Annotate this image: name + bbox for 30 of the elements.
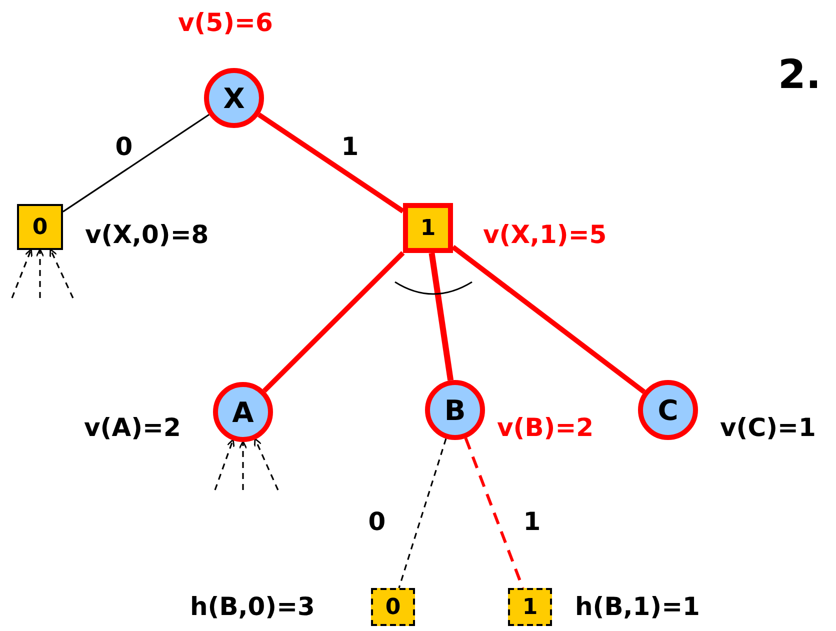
value-label: v(X,1)=5 (483, 220, 607, 250)
action-box: 0 (371, 588, 415, 626)
state-circle: C (638, 380, 698, 440)
action-box: 0 (17, 204, 63, 250)
tree-edge (62, 114, 210, 212)
value-label: v(C)=1 (720, 413, 816, 443)
dashed-arrow (11, 248, 33, 298)
tree-edge (451, 244, 646, 394)
tree-edge (398, 438, 447, 588)
action-box: 1 (403, 203, 453, 253)
state-circle: A (213, 382, 273, 442)
tree-edge (258, 112, 404, 214)
value-label: v(X,0)=8 (85, 220, 209, 250)
value-label: h(B,1)=1 (575, 592, 700, 622)
state-circle: X (204, 68, 264, 128)
tree-edge (464, 438, 524, 589)
action-box: 1 (508, 588, 552, 626)
value-label: h(B,0)=3 (190, 592, 315, 622)
dashed-arrow (214, 438, 235, 490)
dashed-arrow (238, 440, 248, 490)
value-label: v(B)=2 (497, 413, 594, 443)
dashed-arrow (49, 248, 74, 298)
value-label: v(A)=2 (84, 413, 181, 443)
tree-edge (428, 252, 454, 381)
dashed-arrow (254, 438, 279, 490)
list-number: 2. (778, 52, 822, 98)
state-circle: B (425, 380, 485, 440)
value-label: v(5)=6 (178, 8, 273, 38)
dashed-arrow (36, 248, 44, 298)
tree-edge (262, 251, 405, 393)
